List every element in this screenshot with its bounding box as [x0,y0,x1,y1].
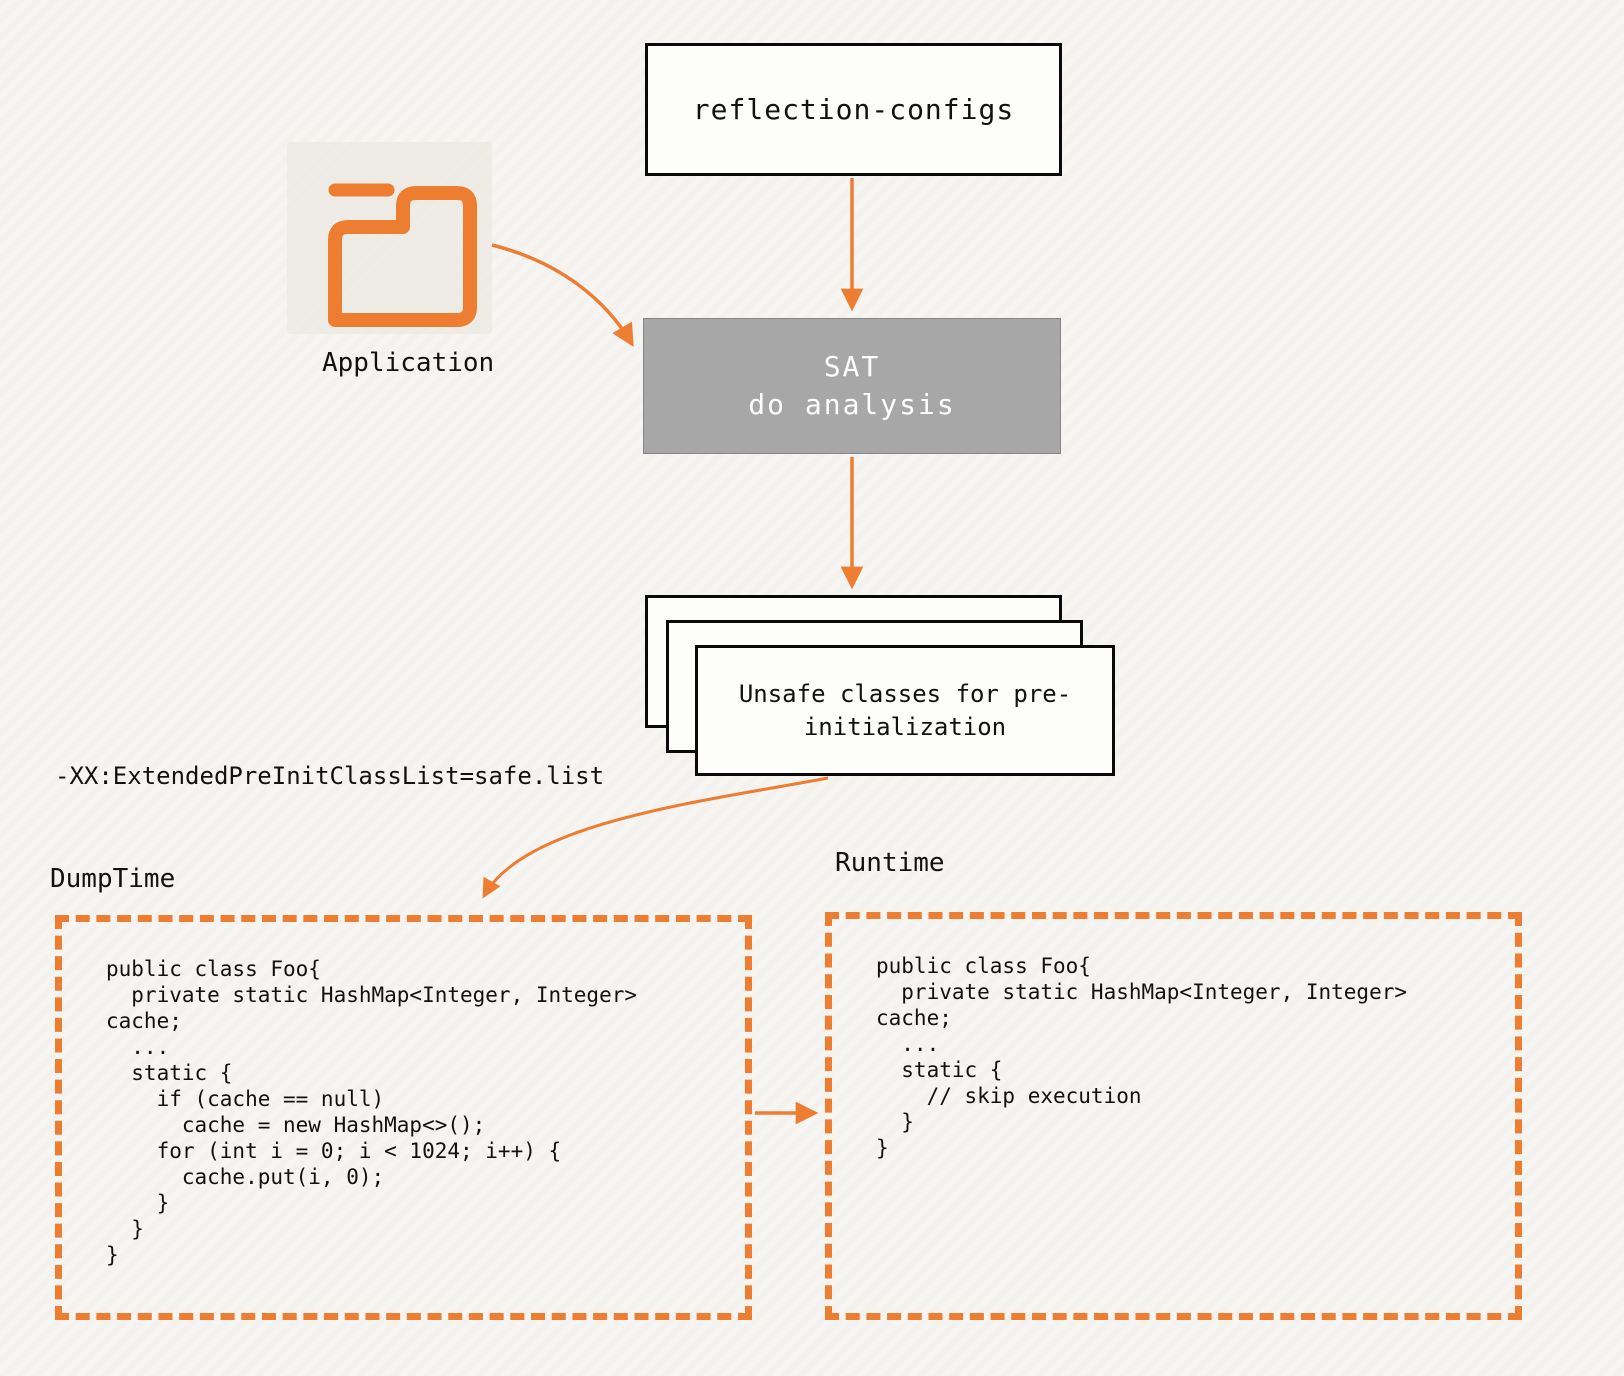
sat-node: SAT do analysis [643,318,1061,454]
runtime-code-panel: public class Foo{ private static HashMap… [825,912,1522,1320]
sat-subtitle: do analysis [748,388,956,421]
jvm-flag-label: -XX:ExtendedPreInitClassList=safe.list [55,762,605,790]
folder-icon-body [328,186,477,327]
reflection-configs-node: reflection-configs [645,43,1062,176]
arrow-output-to-dumptime [482,776,829,899]
reflection-configs-label: reflection-configs [692,93,1015,126]
application-label: Application [322,348,495,378]
dumptime-code: public class Foo{ private static HashMap… [106,957,638,1268]
runtime-label: Runtime [835,848,945,878]
sat-title: SAT [823,350,881,384]
arrow-application-to-sat [491,243,634,347]
folder-background-patch [287,142,492,334]
dumptime-label: DumpTime [50,864,176,894]
unsafe-output-label: Unsafe classes for pre-initialization [738,680,1072,741]
unsafe-sheet-front: Unsafe classes for pre-initialization [695,645,1115,776]
dumptime-code-panel: public class Foo{ private static HashMap… [55,915,752,1320]
folder-icon [328,183,477,327]
runtime-code: public class Foo{ private static HashMap… [876,954,1408,1161]
